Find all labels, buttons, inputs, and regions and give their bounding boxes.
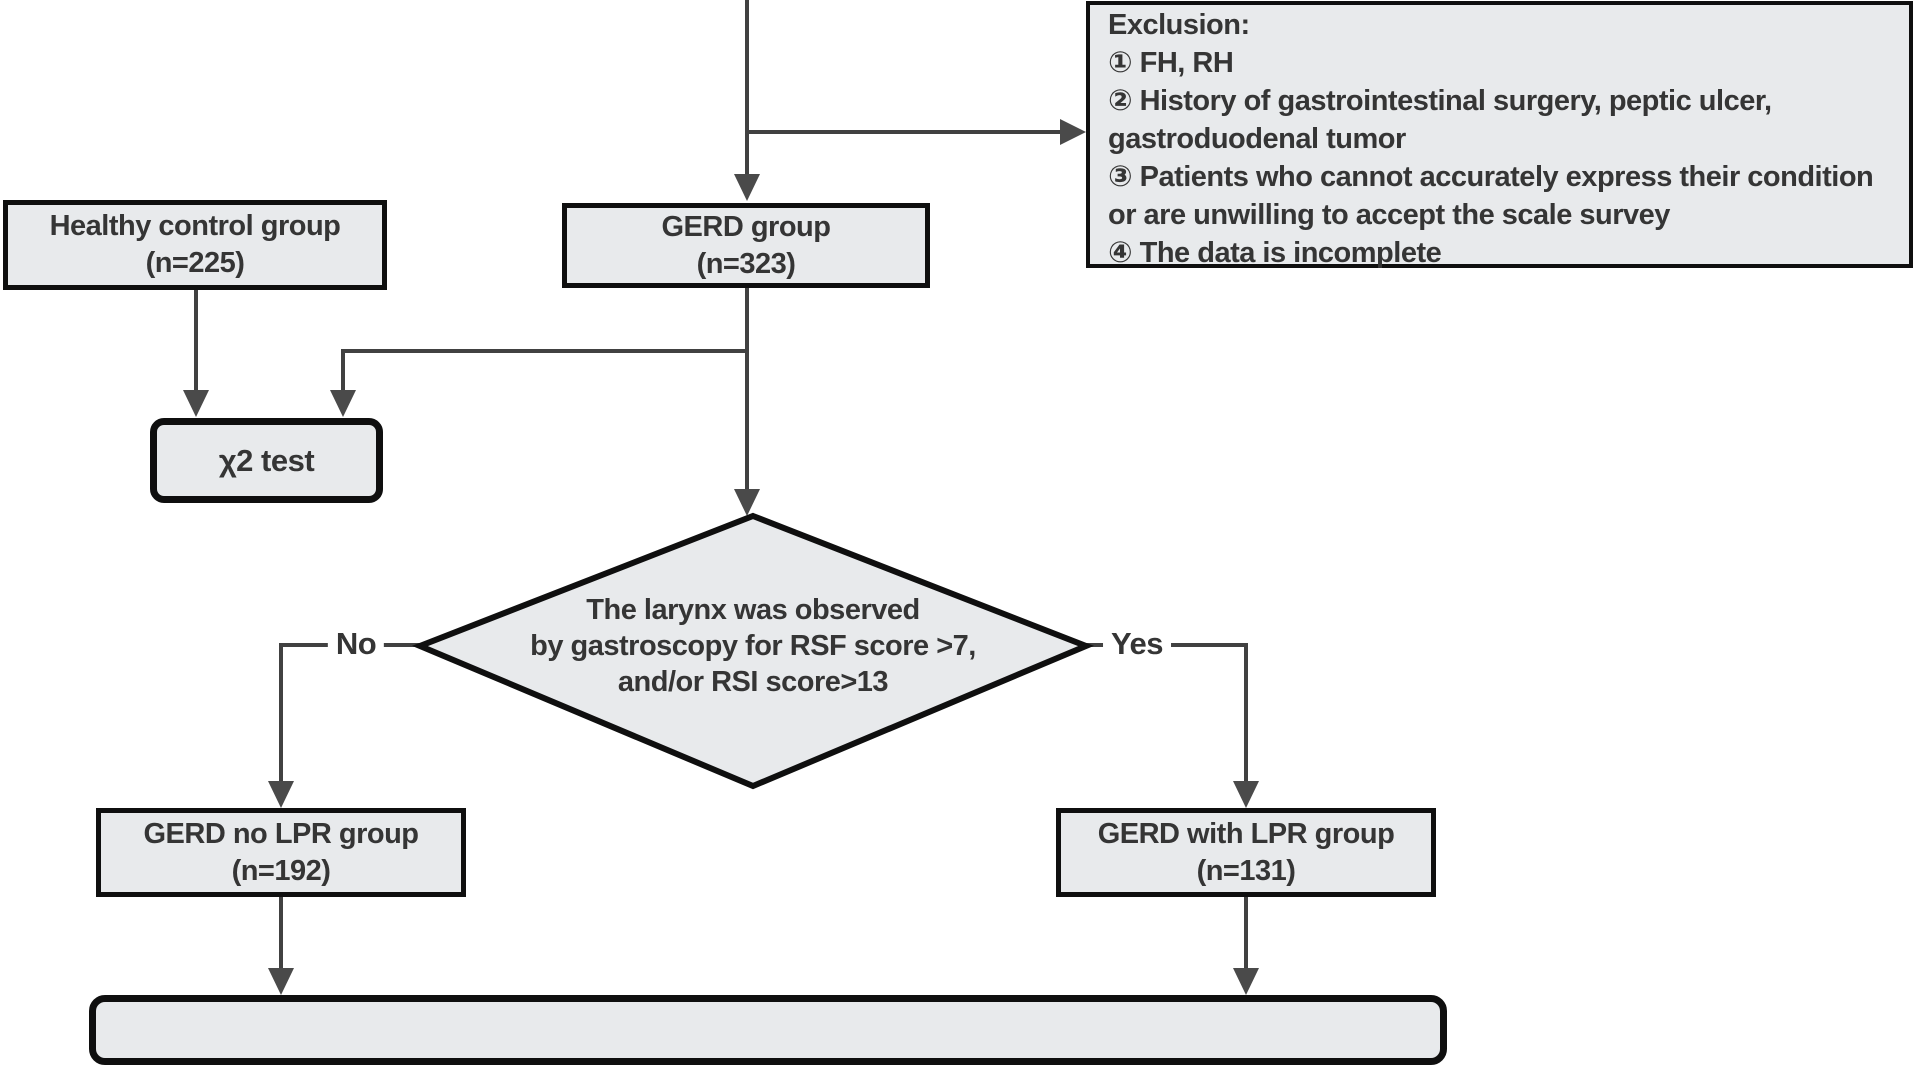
arrowhead-gerd-into-chi: [330, 390, 356, 417]
node-title: Healthy control group: [49, 210, 341, 242]
arrowhead-no-lpr-into-bottom: [268, 968, 294, 995]
exclusion-item-1: ① FH, RH: [1108, 47, 1234, 79]
arrowhead-into-no-lpr: [268, 781, 294, 808]
node-gerd-group: GERD group (n=323): [562, 203, 930, 288]
arrowhead-healthy-into-chi: [183, 390, 209, 417]
node-count: (n=131): [1196, 854, 1296, 887]
decision-line-3: and/or RSI score>13: [617, 666, 889, 698]
decision-label: The larynx was observed by gastroscopy f…: [530, 592, 976, 700]
arrowhead-into-with-lpr: [1233, 781, 1259, 808]
flowchart-canvas: Healthy control group (n=225) GERD group…: [3, 0, 1913, 1065]
node-title: GERD group: [661, 210, 832, 243]
edge-gerd-to-chi: [341, 349, 747, 392]
node-title: GERD with LPR group: [1097, 817, 1395, 850]
decision-line-1: The larynx was observed: [586, 594, 920, 626]
arrowhead-into-decision: [734, 489, 760, 516]
exclusion-title: Exclusion:: [1108, 9, 1250, 41]
node-title: χ2 test: [218, 443, 315, 478]
node-title: GERD no LPR group: [143, 817, 419, 850]
node-exclusion-criteria: Exclusion: ① FH, RH ② History of gastroi…: [1086, 1, 1913, 269]
edge-yes-branch: [1085, 643, 1248, 783]
arrowhead-into-gerd: [734, 174, 760, 201]
exclusion-item-4: ④ The data is incomplete: [1108, 237, 1442, 269]
edge-label-yes: Yes: [1103, 626, 1171, 662]
node-gerd-no-lpr-group: GERD no LPR group (n=192): [96, 808, 466, 897]
exclusion-item-3: ③ Patients who cannot accurately express…: [1108, 161, 1874, 231]
node-gerd-with-lpr-group: GERD with LPR group (n=131): [1056, 808, 1436, 897]
decision-diamond: [412, 512, 1094, 790]
arrowhead-into-exclusion: [1060, 119, 1086, 145]
edge-label-no: No: [327, 626, 385, 662]
node-count: (n=323): [696, 247, 796, 280]
node-healthy-control-group: Healthy control group (n=225): [3, 200, 387, 290]
exclusion-item-2: ② History of gastrointestinal surgery, p…: [1108, 85, 1772, 155]
arrowhead-with-lpr-into-bottom: [1233, 968, 1259, 995]
node-chi-square-test: χ2 test: [150, 418, 383, 503]
edge-no-branch: [279, 643, 421, 783]
node-count: (n=225): [145, 247, 245, 279]
decision-line-2: by gastroscopy for RSF score >7,: [530, 630, 976, 662]
node-bottom-cutoff: [89, 995, 1447, 1065]
node-count: (n=192): [231, 854, 331, 887]
